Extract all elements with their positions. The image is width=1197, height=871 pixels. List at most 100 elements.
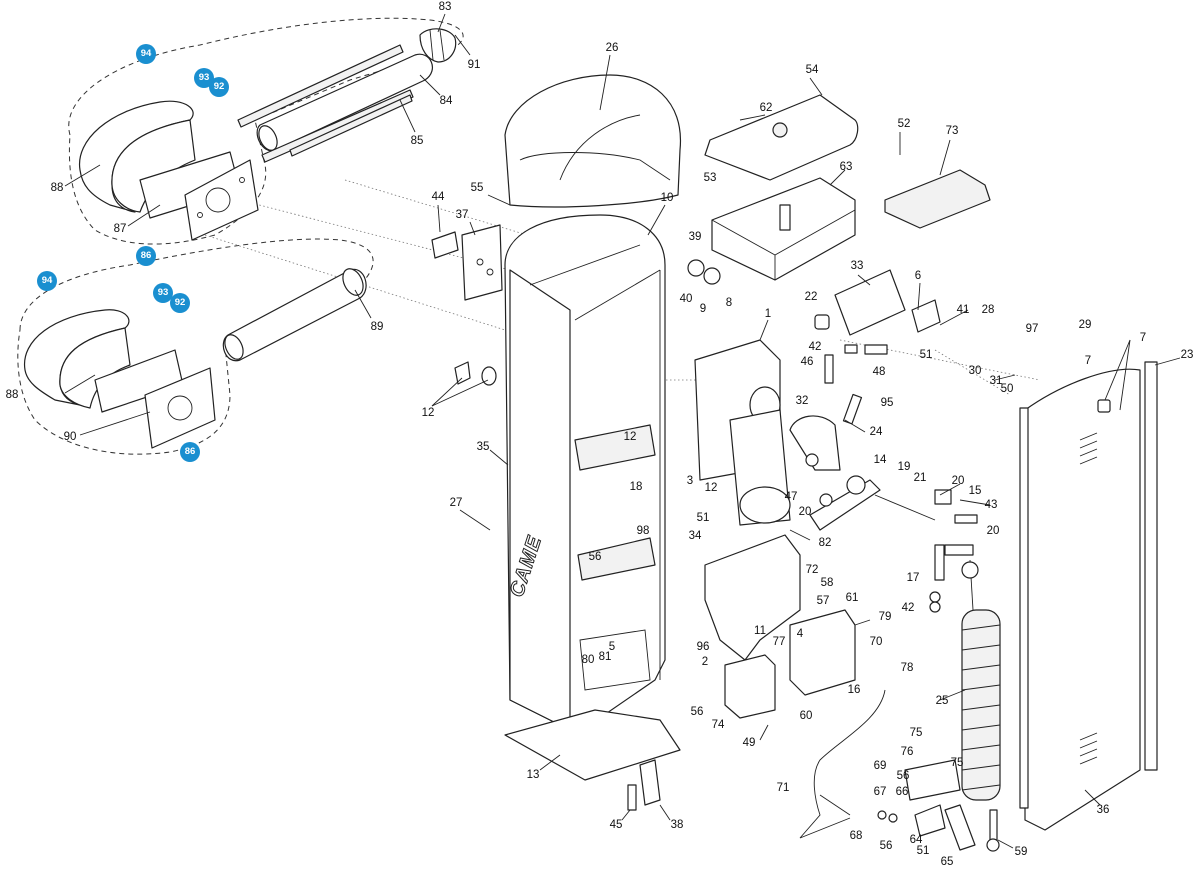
part-label: 23 — [1180, 349, 1194, 361]
part-label: 64 — [909, 834, 923, 846]
part-label: 51 — [916, 845, 930, 857]
highlighted-part-badge[interactable]: 92 — [209, 77, 229, 97]
part-label: 71 — [776, 782, 790, 794]
balance-spring — [961, 559, 1001, 852]
part-label: 66 — [895, 786, 909, 798]
release-mechanism — [877, 759, 976, 851]
part-label: 42 — [901, 602, 915, 614]
part-label: 47 — [784, 491, 798, 503]
round-boom — [222, 268, 367, 362]
transformer-cover — [789, 609, 856, 696]
door-panel — [1019, 361, 1158, 831]
cabinet-top-cover — [504, 74, 682, 208]
part-label: 57 — [816, 595, 830, 607]
part-label: 77 — [772, 636, 786, 648]
part-label: 63 — [839, 161, 853, 173]
part-label: 95 — [880, 397, 894, 409]
part-label: 8 — [725, 297, 733, 309]
electrical-plate — [704, 534, 801, 661]
part-label: 96 — [696, 641, 710, 653]
part-label: 10 — [660, 192, 674, 204]
highlighted-part-badge[interactable]: 94 — [37, 271, 57, 291]
lever-arm-assembly — [789, 415, 936, 531]
part-label: 79 — [878, 611, 892, 623]
part-label: 6 — [914, 270, 922, 282]
part-label: 14 — [873, 454, 887, 466]
part-label: 3 — [686, 475, 694, 487]
part-label: 22 — [804, 291, 818, 303]
base-plate — [504, 709, 681, 781]
part-label: 56 — [690, 706, 704, 718]
highlighted-part-badge[interactable]: 94 — [136, 44, 156, 64]
part-label: 42 — [808, 341, 822, 353]
part-label: 26 — [605, 42, 619, 54]
part-label: 51 — [696, 512, 710, 524]
part-label: 37 — [455, 209, 469, 221]
part-label: 61 — [845, 592, 859, 604]
part-label: 40 — [679, 293, 693, 305]
part-label: 55 — [470, 182, 484, 194]
release-rod — [799, 689, 886, 839]
part-label: 75 — [909, 727, 923, 739]
part-label: 45 — [609, 819, 623, 831]
part-label: 73 — [945, 125, 959, 137]
highlighted-part-badge[interactable]: 86 — [180, 442, 200, 462]
part-label: 20 — [951, 475, 965, 487]
control-box — [704, 94, 859, 281]
part-label: 44 — [431, 191, 445, 203]
part-label: 17 — [906, 572, 920, 584]
part-label: 51 — [919, 349, 933, 361]
part-label: 13 — [526, 769, 540, 781]
part-label: 4 — [796, 628, 804, 640]
part-label: 34 — [688, 530, 702, 542]
gearmotor — [694, 339, 791, 526]
part-label: 21 — [913, 472, 927, 484]
part-label: 12 — [421, 407, 435, 419]
highlighted-part-badge[interactable]: 93 — [153, 283, 173, 303]
part-label: 39 — [688, 231, 702, 243]
part-label: 7 — [1084, 355, 1092, 367]
lower-bracket-group-outline — [17, 238, 374, 455]
part-label: 88 — [5, 389, 19, 401]
anchor-bracket — [627, 759, 661, 811]
part-label: 68 — [849, 830, 863, 842]
part-label: 84 — [439, 95, 453, 107]
part-label: 48 — [872, 366, 886, 378]
upper-bracket-assembly — [78, 100, 259, 241]
part-label: 85 — [410, 135, 424, 147]
cabinet-body — [504, 214, 666, 736]
part-label: 60 — [799, 710, 813, 722]
part-label: 16 — [847, 684, 861, 696]
part-label: 52 — [897, 118, 911, 130]
part-label: 46 — [800, 356, 814, 368]
part-label: 38 — [670, 819, 684, 831]
part-label: 18 — [629, 481, 643, 493]
part-label: 74 — [711, 719, 725, 731]
part-label: 72 — [805, 564, 819, 576]
switch-bracket — [911, 299, 941, 333]
part-label: 82 — [818, 537, 832, 549]
lower-bracket-assembly — [23, 309, 216, 449]
part-label: 35 — [476, 441, 490, 453]
highlighted-part-badge[interactable]: 86 — [136, 246, 156, 266]
part-label: 76 — [900, 746, 914, 758]
part-label: 69 — [873, 760, 887, 772]
part-label: 89 — [370, 321, 384, 333]
part-label: 36 — [1096, 804, 1110, 816]
part-label: 7 — [1139, 332, 1147, 344]
part-label: 70 — [869, 636, 883, 648]
highlighted-part-badge[interactable]: 92 — [170, 293, 190, 313]
part-label: 90 — [63, 431, 77, 443]
part-label: 87 — [113, 223, 127, 235]
part-label: 9 — [699, 303, 707, 315]
part-label: 78 — [900, 662, 914, 674]
limit-bracket — [834, 269, 906, 336]
part-label: 2 — [701, 656, 709, 668]
part-label: 27 — [449, 497, 463, 509]
part-label: 31 — [989, 375, 1003, 387]
leader-lines — [64, 13, 1181, 849]
part-label: 28 — [981, 304, 995, 316]
part-label: 29 — [1078, 319, 1092, 331]
fasteners-right — [814, 314, 978, 613]
